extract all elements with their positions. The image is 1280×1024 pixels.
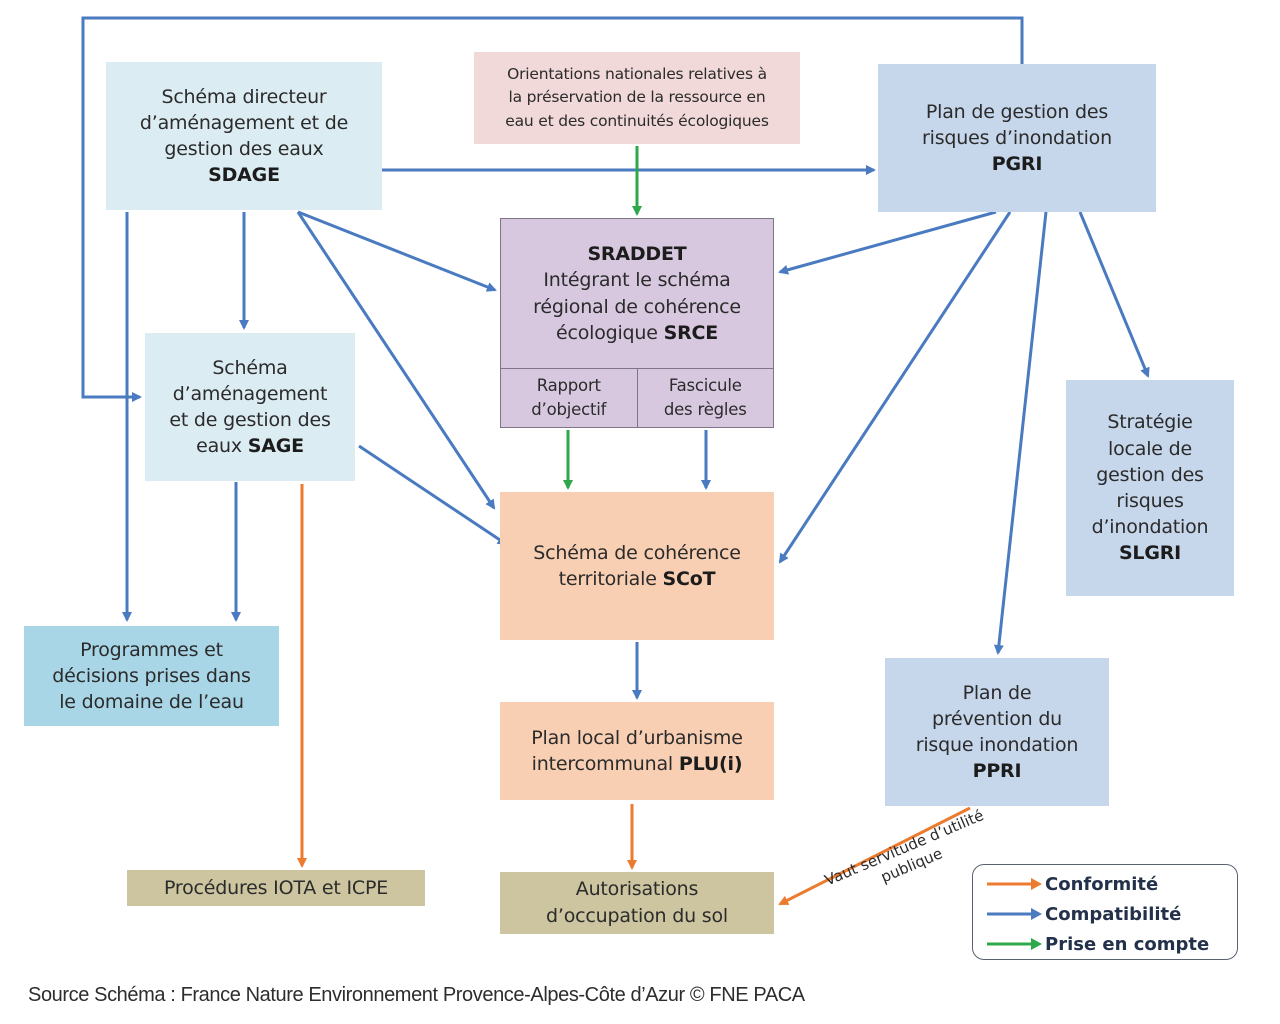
box-acronym: SDAGE: [208, 164, 280, 187]
legend-item-conformite: Conformité: [985, 869, 1237, 899]
legend: Conformité Compatibilité Prise en compte: [972, 864, 1238, 960]
green-arrow-icon: [987, 938, 1042, 950]
box-text: prévention du: [931, 707, 1063, 730]
box-text: gestion des: [1096, 463, 1204, 486]
box-text-last: territoriale SCoT: [559, 566, 716, 592]
box-text: régional de cohérence: [533, 295, 741, 318]
box-text: Orientations nationales relatives à: [507, 65, 767, 84]
legend-label: Prise en compte: [1045, 933, 1210, 955]
arrow-sage-to-scot: [358, 444, 508, 546]
box-text: et de gestion des: [169, 409, 331, 431]
arrow-pgri-to-sraddet: [778, 210, 997, 275]
arrow-pgri-to-ppri: [993, 211, 1048, 655]
box-acronym: SLGRI: [1118, 542, 1182, 565]
box-text: locale de: [1108, 437, 1192, 460]
box-text: intercommunal: [531, 753, 674, 775]
box-sraddet: SRADDET Intégrant le schéma régional de …: [500, 218, 774, 428]
box-programmes-decisions: Programmes et décisions prises dans le d…: [24, 626, 279, 726]
box-text: Plan local d’urbanisme: [531, 726, 743, 749]
box-slgri: Stratégie locale de gestion des risques …: [1066, 380, 1234, 596]
box-text: Autorisations: [575, 878, 699, 901]
box-text: eau et des continuités écologiques: [505, 111, 769, 130]
box-text: Programmes et: [80, 638, 223, 661]
box-text: d’aménagement: [172, 382, 328, 405]
box-text: Plan de gestion des: [925, 100, 1109, 123]
box-text: risques d’inondation: [922, 126, 1112, 149]
sraddet-main: SRADDET Intégrant le schéma régional de …: [501, 219, 773, 368]
box-text: d’occupation du sol: [546, 905, 728, 927]
box-text: risques: [1116, 490, 1184, 512]
box-text: Rapport: [536, 376, 601, 396]
arrow-pgri-to-scot: [778, 211, 1012, 564]
box-pgri: Plan de gestion des risques d’inondation…: [878, 64, 1156, 212]
box-text-last: écologique SRCE: [501, 320, 773, 346]
box-text: Procédures IOTA et ICPE: [163, 876, 389, 899]
source-caption: Source Schéma : France Nature Environnem…: [28, 984, 805, 1006]
legend-label: Conformité: [1045, 873, 1159, 895]
box-text: d’objectif: [531, 400, 607, 420]
sraddet-fascicule-regles: Fascicule des règles: [636, 369, 774, 427]
box-text: Intégrant le schéma: [543, 269, 731, 292]
legend-item-prise-en-compte: Prise en compte: [985, 929, 1237, 959]
arrow-pgri-to-slgri: [1078, 211, 1150, 378]
box-acronym: PLU(i): [678, 753, 743, 775]
box-procedures-iota-icpe: Procédures IOTA et ICPE: [127, 870, 425, 906]
box-text: la préservation de la ressource en: [508, 88, 766, 107]
arrow-sdage-to-scot: [296, 211, 496, 510]
box-text: territoriale: [558, 568, 657, 590]
box-acronym: SRCE: [663, 321, 719, 344]
box-text: Fascicule: [668, 376, 742, 396]
box-ppri: Plan de prévention du risque inondation …: [885, 658, 1109, 806]
box-text: risque inondation: [915, 734, 1079, 756]
sraddet-parts: Rapport d’objectif Fascicule des règles: [501, 368, 773, 427]
box-acronym: PGRI: [991, 153, 1043, 176]
box-acronym: SRADDET: [587, 243, 687, 266]
arrow-ppri-to-autorisations: [778, 806, 971, 906]
box-plu: Plan local d’urbanisme intercommunal PLU…: [500, 702, 774, 800]
box-text: le domaine de l’eau: [59, 691, 244, 714]
box-text: gestion des eaux: [164, 138, 324, 160]
box-acronym: PPRI: [972, 760, 1022, 783]
blue-arrow-icon: [987, 908, 1042, 920]
box-text: Schéma de cohérence: [533, 541, 741, 564]
box-text: d’aménagement et de: [139, 111, 349, 134]
box-acronym: SAGE: [247, 435, 304, 458]
box-text: Stratégie: [1107, 411, 1193, 434]
box-orientations-nationales: Orientations nationales relatives à la p…: [474, 52, 800, 144]
sraddet-rapport-objectif: Rapport d’objectif: [501, 369, 637, 427]
box-text: décisions prises dans: [52, 664, 251, 687]
arrow-sdage-to-sraddet: [297, 210, 497, 292]
legend-label: Compatibilité: [1045, 903, 1182, 925]
box-text: d’inondation: [1091, 516, 1209, 539]
box-text: écologique: [555, 321, 658, 344]
box-acronym: SCoT: [662, 568, 716, 590]
box-autorisations-occupation-sol: Autorisations d’occupation du sol: [500, 872, 774, 934]
box-text-last: intercommunal PLU(i): [532, 751, 743, 777]
box-sdage: Schéma directeur d’aménagement et de ges…: [106, 62, 382, 210]
box-text: eaux: [196, 435, 242, 458]
box-text: des règles: [663, 400, 747, 420]
box-text-last: eaux SAGE: [196, 433, 304, 459]
legend-item-compatibilite: Compatibilité: [985, 899, 1237, 929]
box-text: Schéma directeur: [161, 85, 327, 108]
box-sage: Schéma d’aménagement et de gestion des e…: [145, 333, 355, 481]
box-scot: Schéma de cohérence territoriale SCoT: [500, 492, 774, 640]
arrow-pgri-to-sage: [81, 16, 1024, 402]
orange-arrow-icon: [987, 878, 1042, 890]
box-text: Plan de: [962, 681, 1032, 704]
box-text: Schéma: [212, 356, 288, 379]
